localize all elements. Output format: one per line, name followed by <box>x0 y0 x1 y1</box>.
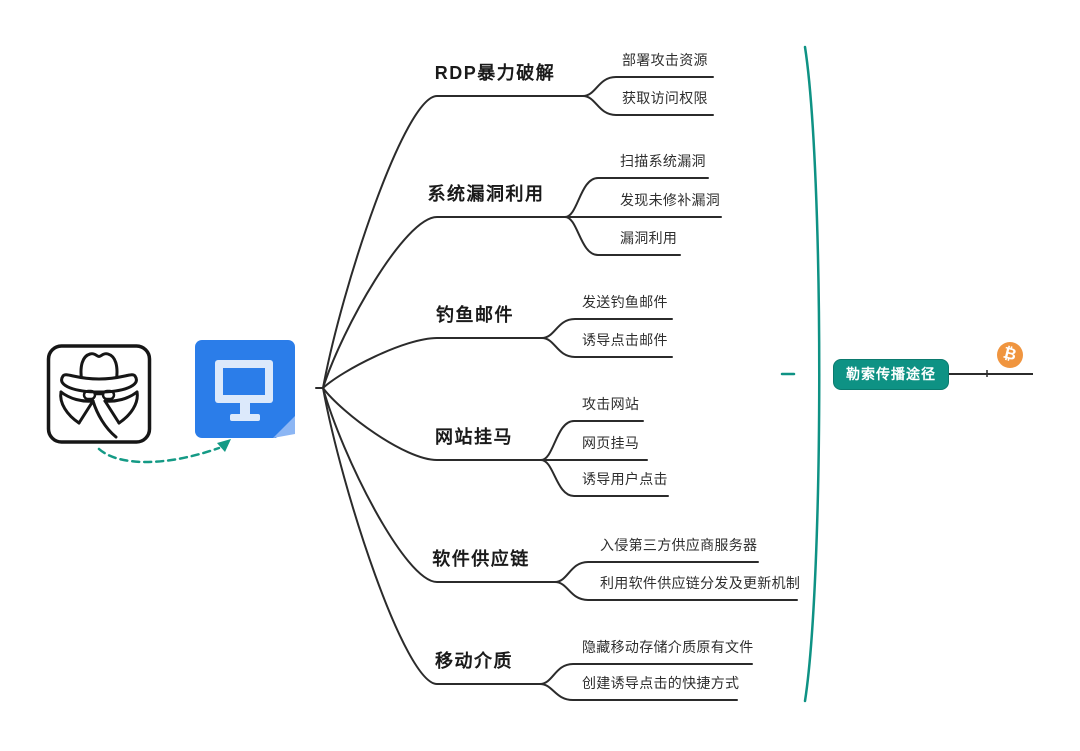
branch-line <box>322 387 541 685</box>
branch-line <box>322 337 543 389</box>
summary-bracket <box>780 45 821 703</box>
sub-topic[interactable]: 发送钓鱼邮件 <box>582 294 668 310</box>
branch-line <box>540 420 644 461</box>
sub-topic[interactable]: 获取访问权限 <box>622 90 708 106</box>
sub-topic[interactable]: 攻击网站 <box>582 396 640 412</box>
sub-topic[interactable]: 诱导用户点击 <box>582 471 668 487</box>
branch-line <box>322 387 556 583</box>
branch-line <box>582 76 714 97</box>
branch-line <box>322 95 584 389</box>
bitcoin-topic[interactable]: ₿ <box>997 342 1023 368</box>
summary-bracket-arc <box>803 45 821 703</box>
branch-line <box>582 95 714 116</box>
branch-topic[interactable]: 网站挂马 <box>435 427 513 447</box>
branch-line <box>539 683 738 701</box>
branch-topic[interactable]: 钓鱼邮件 <box>436 305 514 325</box>
sub-topic[interactable]: 发现未修补漏洞 <box>620 192 721 208</box>
branch-links <box>322 76 798 701</box>
attacker-icon[interactable] <box>46 344 152 444</box>
bitcoin-icon: ₿ <box>1001 344 1019 365</box>
infection-arrow <box>97 439 231 464</box>
sub-topic[interactable]: 网页挂马 <box>582 435 640 451</box>
sub-topic[interactable]: 部署攻击资源 <box>622 52 708 68</box>
monitor-icon <box>215 360 273 421</box>
branch-line <box>541 318 673 339</box>
spy-glasses-icon <box>82 389 116 401</box>
branch-line <box>564 177 709 218</box>
computer-topic-icon[interactable] <box>195 340 300 441</box>
branch-topic[interactable]: 系统漏洞利用 <box>427 184 545 204</box>
branch-line <box>540 459 669 497</box>
sub-topic[interactable]: 创建诱导点击的快捷方式 <box>582 675 740 691</box>
branch-topic[interactable]: 软件供应链 <box>432 549 530 569</box>
sub-topic[interactable]: 扫描系统漏洞 <box>620 153 706 169</box>
branch-line <box>322 216 566 389</box>
branch-line <box>554 561 759 583</box>
branch-line <box>539 663 753 685</box>
branch-line <box>322 387 542 461</box>
sub-topic[interactable]: 隐藏移动存储介质原有文件 <box>582 639 754 655</box>
branch-line <box>564 216 681 256</box>
note-fold <box>273 416 295 438</box>
arrowhead-icon <box>217 439 231 452</box>
branch-topic[interactable]: 移动介质 <box>435 651 513 671</box>
spy-icon <box>59 352 139 439</box>
bitcoin-branch-line <box>941 370 1033 377</box>
sub-topic[interactable]: 利用软件供应链分发及更新机制 <box>600 575 801 591</box>
sub-topic[interactable]: 入侵第三方供应商服务器 <box>600 537 758 553</box>
branch-line <box>554 581 798 601</box>
summary-topic[interactable]: 勒索传播途径 <box>833 359 949 390</box>
sub-topic[interactable]: 漏洞利用 <box>620 230 678 246</box>
sub-topic[interactable]: 诱导点击邮件 <box>582 332 668 348</box>
branch-line <box>541 337 673 358</box>
branch-topic[interactable]: RDP暴力破解 <box>434 63 556 83</box>
